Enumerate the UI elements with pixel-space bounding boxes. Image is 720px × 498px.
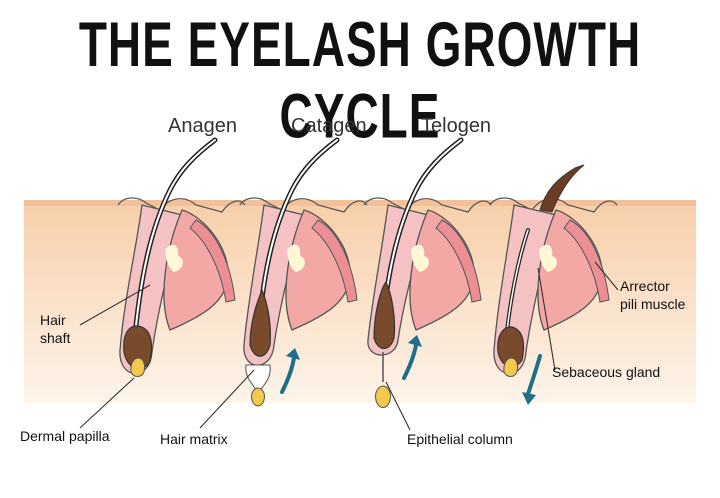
stage-label-catagen: Catagen	[291, 115, 367, 137]
follicle-new-growth	[489, 164, 618, 405]
arrow-up-icon	[402, 343, 418, 380]
label-sebaceous-gland: Sebaceous gland	[552, 364, 661, 380]
label-arrector-pili-line2: pili muscle	[620, 296, 686, 312]
label-hair-shaft-line1: Hair	[40, 312, 66, 328]
follicle-anagen	[117, 137, 246, 377]
label-hair-shaft: Hair shaft	[40, 311, 70, 347]
dermal-papilla	[130, 357, 145, 377]
epidermis-line	[24, 200, 696, 206]
leader-lines	[79, 261, 619, 431]
stage-label-anagen: Anagen	[168, 115, 237, 137]
arrow-up-icon	[280, 356, 296, 394]
follicle-catagen	[239, 137, 368, 407]
label-arrector-pili: Arrector pili muscle	[620, 277, 685, 313]
arrector-pili	[189, 219, 236, 303]
shed-hair	[539, 164, 585, 213]
arrow-down-icon	[526, 354, 542, 396]
label-hair-matrix: Hair matrix	[160, 431, 228, 447]
label-hair-shaft-line2: shaft	[40, 330, 71, 346]
label-dermal-papilla: Dermal papilla	[20, 428, 110, 444]
diagram-title: THE EYELASH GROWTH CYCLE	[78, 8, 642, 152]
label-epithelial-column: Epithelial column	[407, 431, 513, 447]
follicle-telogen	[363, 137, 492, 408]
stage-label-telogen: Telogen	[421, 115, 492, 137]
label-arrector-pili-line1: Arrector	[620, 278, 670, 294]
